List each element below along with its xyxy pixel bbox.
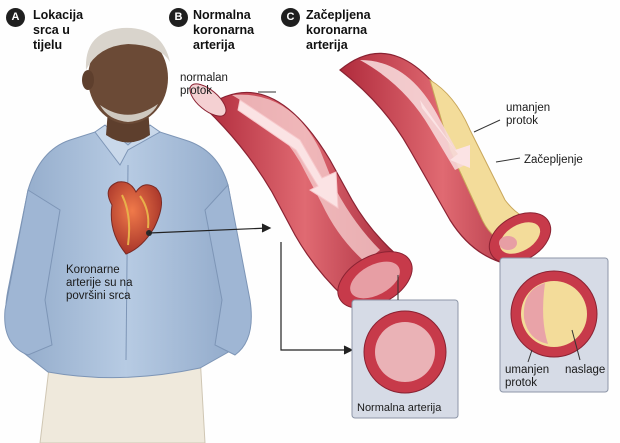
man-figure [4,27,252,443]
label-normal-flow: normalan protok [180,72,228,97]
label-blockage: Začepljenje [524,154,583,166]
label-reduced-flow: umanjen protok [506,102,551,127]
normal-artery [189,83,413,309]
panel-title-a: Lokacija srca u tijelu [33,8,84,52]
pointer-lines [258,91,521,163]
inset-blocked-section [499,257,609,393]
panel-badge-c: C [281,8,300,27]
label-heart-note: Koronarne arterije su na površini srca [66,264,133,302]
panel-badge-b: B [169,8,188,27]
label-normal-artery: Normalna arterija [357,402,442,414]
blocked-artery [339,52,552,264]
label-reduced-flow-section: umanjen protok [505,364,550,389]
inset-normal-section [351,275,459,419]
panel-title-c: Začepljena koronarna arterija [306,8,371,52]
label-deposits: naslage [565,364,606,376]
panel-badge-a: A [6,8,25,27]
panel-title-b: Normalna koronarna arterija [193,8,255,52]
